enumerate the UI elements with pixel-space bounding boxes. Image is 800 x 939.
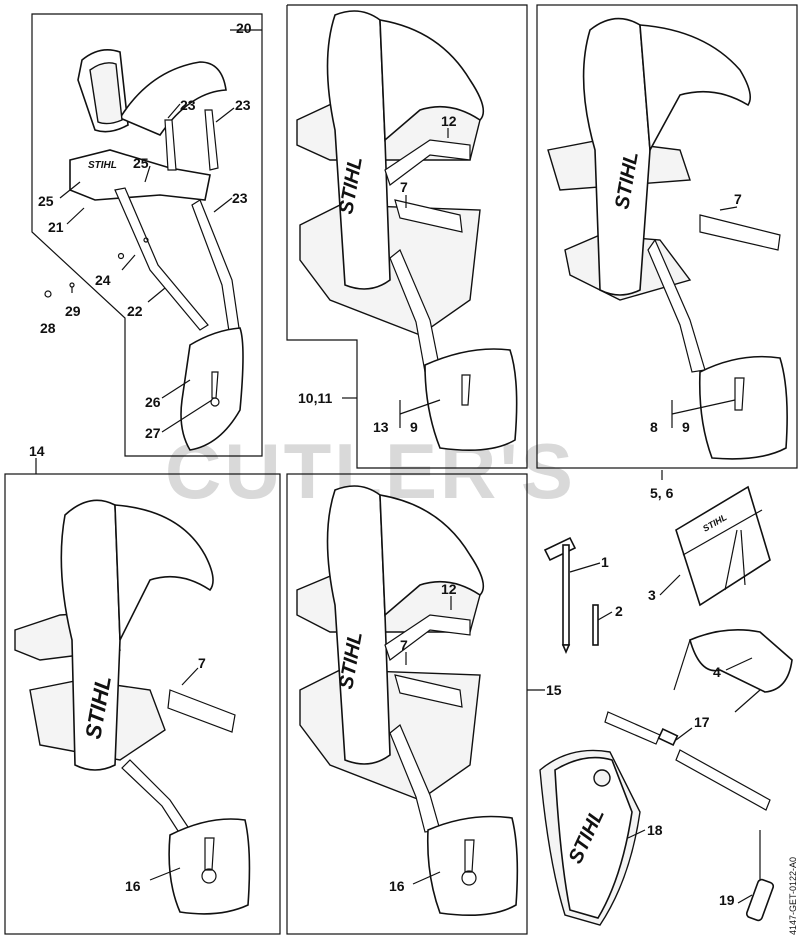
callout-16: 16 (389, 878, 405, 894)
callout-7: 7 (734, 191, 742, 207)
callout-26: 26 (145, 394, 161, 410)
callout-1: 1 (601, 554, 609, 570)
screwdriver-icon (745, 830, 775, 922)
callout-29: 29 (65, 303, 81, 319)
accessories: STIHL STIHL (539, 485, 793, 926)
brand-logo: STIHL (88, 160, 117, 171)
harness-panel-14: STIHL (14, 499, 251, 915)
pin-icon (592, 604, 599, 646)
safety-glasses-icon (673, 628, 793, 713)
callout-24: 24 (95, 272, 111, 288)
callout-13: 13 (373, 419, 389, 435)
callout-8: 8 (650, 419, 658, 435)
callout-15: 15 (546, 682, 562, 698)
callout-27: 27 (145, 425, 161, 441)
belt-icon (604, 711, 771, 811)
tool-bag-icon: STIHL (539, 749, 641, 926)
callout-25: 25 (133, 155, 149, 171)
harness-advance: STIHL (296, 10, 518, 452)
callout-9: 9 (410, 419, 418, 435)
callout-7: 7 (400, 179, 408, 195)
callouts: 20 23 23 23 25 25 21 24 22 28 29 26 27 1… (29, 20, 798, 935)
callout-14: 14 (29, 443, 45, 459)
callout-5-6: 5, 6 (650, 485, 674, 501)
harness-panel-15: STIHL (296, 485, 519, 917)
callout-12: 12 (441, 113, 457, 129)
callout-23: 23 (180, 97, 196, 113)
callout-16: 16 (125, 878, 141, 894)
callout-7: 7 (198, 655, 206, 671)
callout-23: 23 (232, 190, 248, 206)
callout-28: 28 (40, 320, 56, 336)
callout-22: 22 (127, 303, 143, 319)
drawing-code: 4147-GET-0122-A0 (788, 857, 798, 935)
panel-frames (4, 4, 798, 935)
callout-21: 21 (48, 219, 64, 235)
callout-23: 23 (235, 97, 251, 113)
harness-hip-pad: STIHL (547, 17, 788, 460)
wrench-icon (543, 536, 577, 655)
callout-3: 3 (648, 587, 656, 603)
callout-20: 20 (236, 20, 252, 36)
callout-7: 7 (400, 637, 408, 653)
callout-18: 18 (647, 822, 663, 838)
callout-2: 2 (615, 603, 623, 619)
leader-lines (35, 29, 753, 904)
callout-10-11: 10,11 (298, 390, 332, 406)
callout-12: 12 (441, 581, 457, 597)
callout-4: 4 (713, 664, 721, 680)
manual-envelope-icon: STIHL (675, 485, 771, 607)
harness-basic: STIHL (44, 49, 244, 451)
callout-25: 25 (38, 193, 54, 209)
callout-19: 19 (719, 892, 735, 908)
callout-17: 17 (694, 714, 710, 730)
callout-9: 9 (682, 419, 690, 435)
